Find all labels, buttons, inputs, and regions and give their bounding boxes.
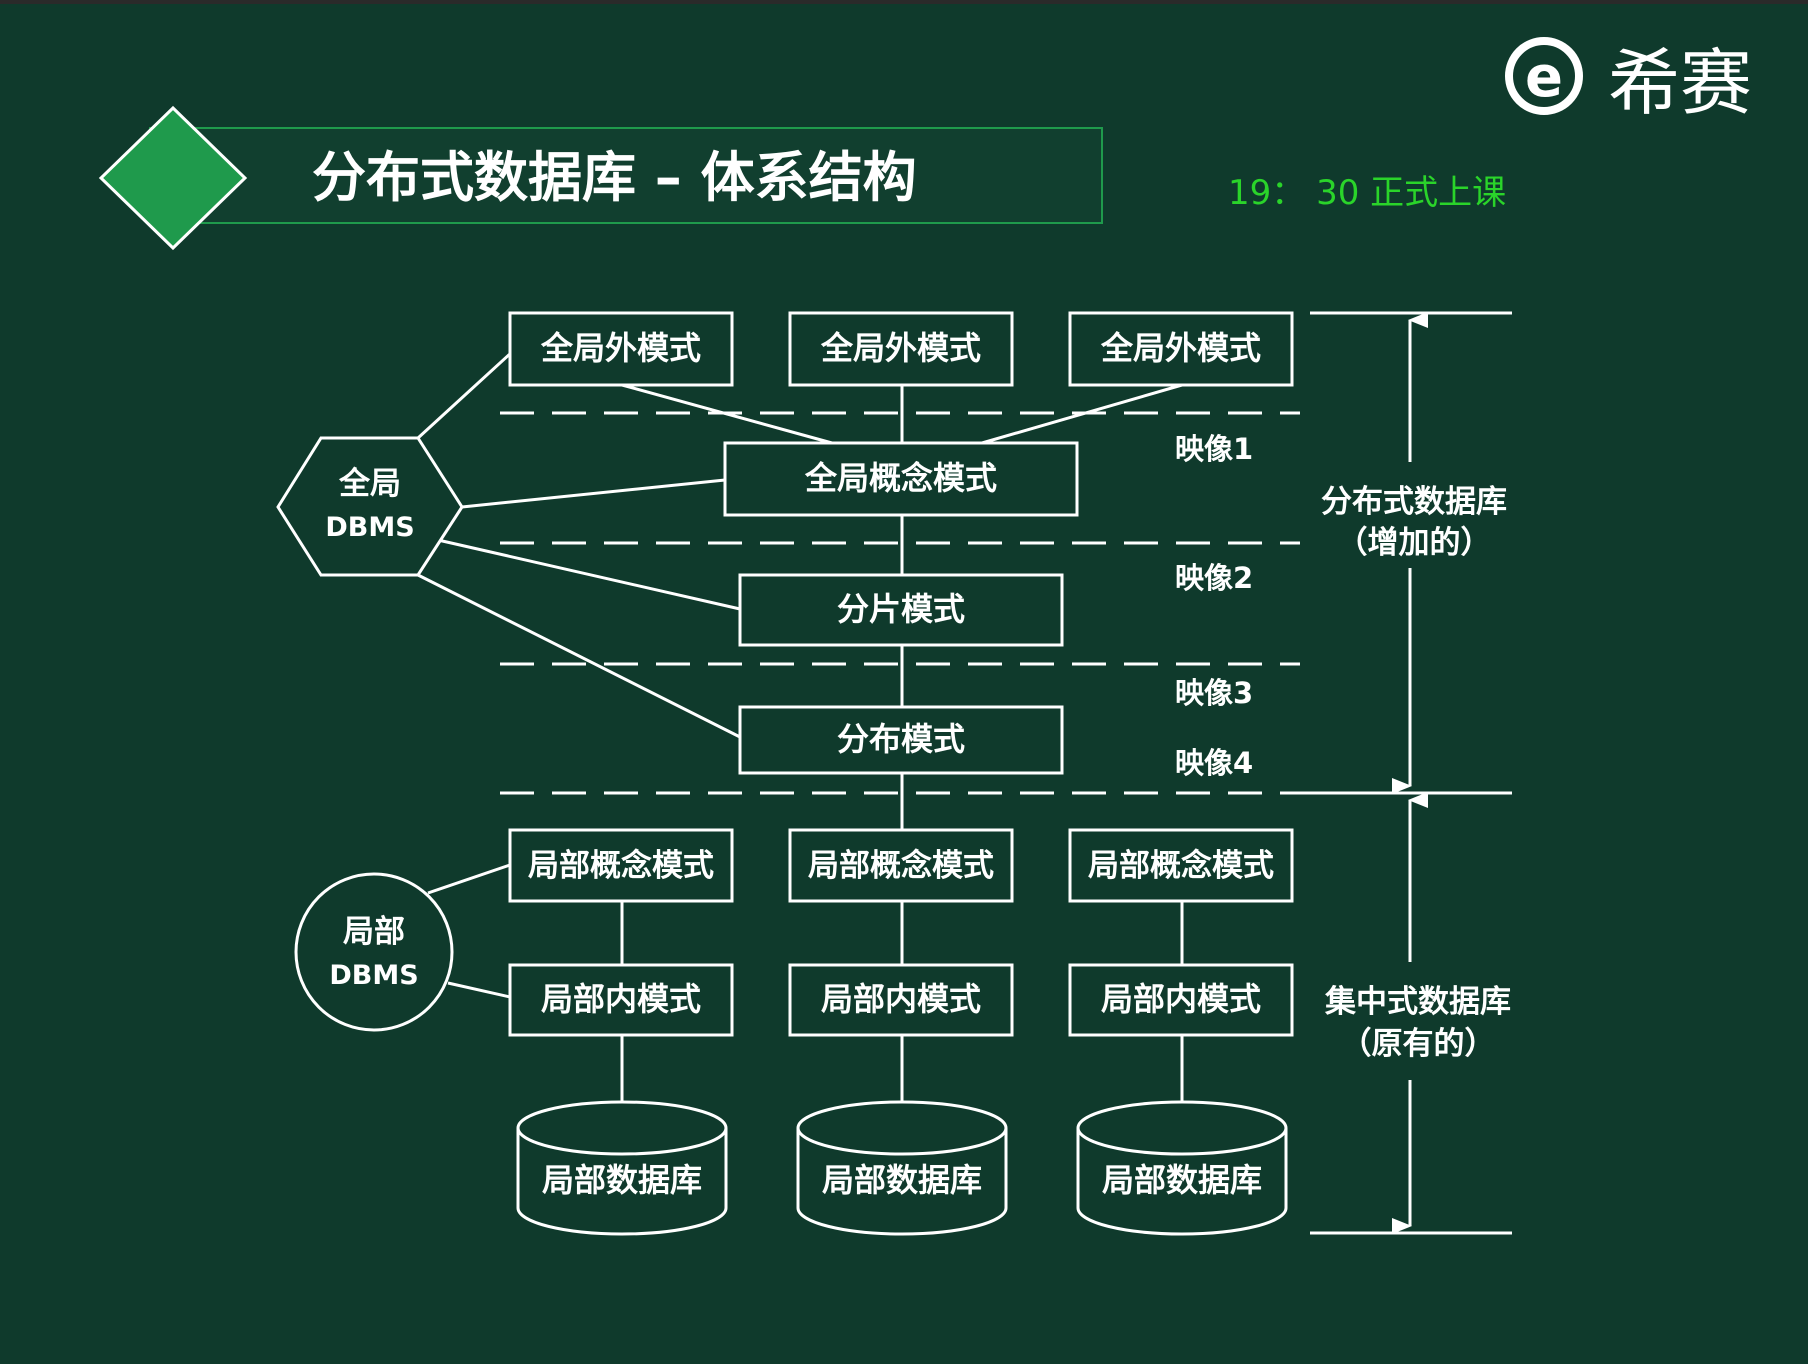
local-internal-schemas: 局部内模式 局部内模式 局部内模式 (508, 963, 1294, 1037)
cylinder-top (516, 1100, 728, 1156)
distributed-db-note: （增加的） (1337, 525, 1492, 561)
mapping-label: 映像1 (1175, 432, 1253, 466)
local-dbms-label: 局部 (343, 914, 405, 950)
distributed-label: 分布式数据库 （增加的） (1321, 484, 1507, 561)
local-database-label: 局部数据库 (1102, 1161, 1262, 1199)
schema-box (1068, 963, 1294, 1037)
cylinder-top (796, 1100, 1008, 1156)
global-external-schema: 全局外模式 (1100, 329, 1261, 367)
schema-box (723, 441, 1079, 517)
database-cylinder: 局部数据库 (516, 1100, 728, 1236)
centralized-db-note: （原有的） (1341, 1026, 1496, 1062)
global-external-schema: 全局外模式 (820, 329, 981, 367)
cylinder-top (1076, 1100, 1288, 1156)
connector-line (447, 981, 511, 999)
global-external-schemas: 全局外模式 全局外模式 全局外模式 (508, 311, 1294, 387)
schema-box (738, 573, 1064, 647)
cylinder-body (516, 1128, 728, 1236)
centralized-label: 集中式数据库 （原有的） (1324, 984, 1511, 1062)
layer-separators (500, 411, 1300, 795)
logo-mark: e (1525, 45, 1563, 110)
scale-bracket (1300, 311, 1512, 1235)
global-conceptual-schema: 全局概念模式 (723, 441, 1079, 517)
schema-box (738, 705, 1064, 775)
local-database-label: 局部数据库 (542, 1161, 702, 1199)
window-top-edge (0, 0, 1808, 4)
global-dbms-node: 全局 DBMS (276, 436, 464, 577)
allocation-schema-label: 分布模式 (837, 720, 965, 758)
class-start-notice: 19： 30 正式上课 (1228, 173, 1506, 213)
schema-box (1068, 311, 1294, 387)
local-databases: 局部数据库 局部数据库 局部数据库 (516, 1100, 1288, 1236)
mapping-label: 映像3 (1175, 676, 1253, 710)
local-internal-schema: 局部内模式 (541, 980, 701, 1018)
distributed-db-label: 分布式数据库 (1321, 484, 1507, 520)
title-bar (149, 127, 1103, 224)
schema-box (788, 963, 1014, 1037)
local-database-label: 局部数据库 (822, 1161, 982, 1199)
allocation-schema: 分布模式 (738, 705, 1064, 775)
schema-box (508, 963, 734, 1037)
local-internal-schema: 局部内模式 (821, 980, 981, 1018)
mapping-labels: 映像1 映像2 映像3 映像4 (1175, 432, 1253, 780)
connector-line (417, 573, 741, 739)
connector-line (427, 863, 511, 895)
global-dbms-label: 全局 (338, 466, 401, 502)
brand-logo: e 希赛 (1505, 37, 1752, 125)
mapping-label: 映像4 (1175, 746, 1253, 780)
local-conceptual-schema: 局部概念模式 (808, 848, 994, 884)
schema-box (1068, 828, 1294, 903)
global-conceptual-schema-label: 全局概念模式 (804, 459, 997, 497)
connector-line (437, 538, 741, 611)
global-external-schema: 全局外模式 (540, 329, 701, 367)
local-conceptual-schema: 局部概念模式 (1088, 848, 1274, 884)
diamond-icon (98, 105, 248, 251)
schema-box (508, 828, 734, 903)
schema-box (788, 311, 1014, 387)
local-dbms-label: DBMS (329, 960, 418, 991)
connector-lines (416, 350, 1184, 1105)
schema-box (788, 828, 1014, 903)
fragmentation-schema-label: 分片模式 (837, 590, 965, 628)
connector-line (461, 478, 726, 509)
database-cylinder: 局部数据库 (1076, 1100, 1288, 1236)
fragmentation-schema: 分片模式 (738, 573, 1064, 647)
connector-line (416, 350, 514, 440)
local-conceptual-schemas: 局部概念模式 局部概念模式 局部概念模式 (508, 828, 1294, 903)
schema-box (508, 311, 734, 387)
logo-e-icon (1505, 37, 1583, 115)
page-title: 分布式数据库 – 体系结构 (312, 146, 917, 209)
logo-name: 希赛 (1608, 41, 1752, 125)
centralized-db-label: 集中式数据库 (1324, 984, 1511, 1020)
global-dbms-label: DBMS (325, 512, 414, 543)
mapping-label: 映像2 (1175, 561, 1253, 595)
local-dbms-node: 局部 DBMS (294, 872, 454, 1032)
database-cylinder: 局部数据库 (796, 1100, 1008, 1236)
cylinder-body (796, 1128, 1008, 1236)
local-internal-schema: 局部内模式 (1101, 980, 1261, 1018)
circle-icon (294, 872, 454, 1032)
cylinder-body (1076, 1128, 1288, 1236)
local-conceptual-schema: 局部概念模式 (528, 848, 714, 884)
title-banner: 分布式数据库 – 体系结构 (98, 105, 1103, 251)
hexagon-icon (276, 436, 464, 577)
